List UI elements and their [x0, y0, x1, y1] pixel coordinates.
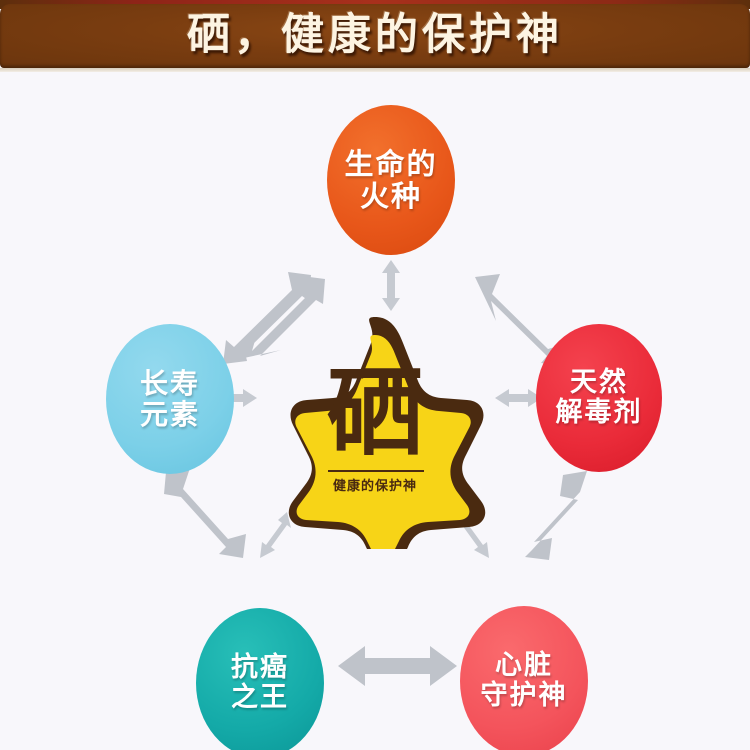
node-longevity-element-line1: 长寿	[139, 366, 200, 400]
node-life-spark-line2: 火种	[359, 179, 422, 213]
spoke-arrow-center-to-anticancer	[260, 512, 291, 558]
node-heart-guardian-line2: 守护神	[480, 680, 568, 711]
spoke-arrow-center-to-detox	[495, 389, 542, 407]
node-anticancer-king-line2: 之王	[231, 682, 289, 713]
center-star-character: 硒	[327, 357, 423, 469]
node-anticancer-king[interactable]: 抗癌 之王	[196, 608, 324, 750]
arrow-layer	[164, 260, 587, 686]
node-heart-guardian[interactable]: 心脏 守护神	[460, 606, 588, 750]
banner-bar: 硒，健康的保护神	[0, 4, 750, 68]
node-longevity-element[interactable]: 长寿 元素	[106, 324, 234, 474]
star-shape-icon	[288, 317, 486, 549]
header-banner: 硒，健康的保护神	[0, 0, 750, 72]
node-longevity-element-line2: 元素	[139, 398, 200, 431]
ring-arrow-detox-to-heart	[525, 471, 587, 560]
node-natural-detoxifier-line2: 解毒剂	[555, 397, 643, 428]
ring-arrow-longevity-to-anticancer	[164, 468, 246, 558]
page-title: 硒，健康的保护神	[187, 10, 563, 60]
ring-arrow-longevity-to-life	[223, 272, 325, 364]
node-life-spark[interactable]: 生命的 火种	[327, 105, 455, 255]
node-heart-guardian-line1: 心脏	[495, 649, 553, 681]
diagram-stage: 生命的 火种 天然 解毒剂 心脏 守护神 抗癌 之王 长寿 元素 硒	[0, 72, 750, 750]
node-anticancer-king-line1: 抗癌	[231, 651, 289, 683]
ring-arrow-anticancer-to-heart	[338, 646, 457, 686]
node-natural-detoxifier-line1: 天然	[570, 366, 628, 398]
spoke-arrow-center-to-life	[382, 260, 400, 311]
center-star-logo[interactable]: 硒 健康的保护神	[261, 309, 489, 549]
node-life-spark-line1: 生命的	[344, 146, 438, 181]
center-star-subtitle: 健康的保护神	[332, 479, 417, 494]
center-star-divider	[328, 470, 424, 472]
banner-underline	[0, 68, 750, 72]
node-natural-detoxifier[interactable]: 天然 解毒剂	[536, 324, 662, 472]
